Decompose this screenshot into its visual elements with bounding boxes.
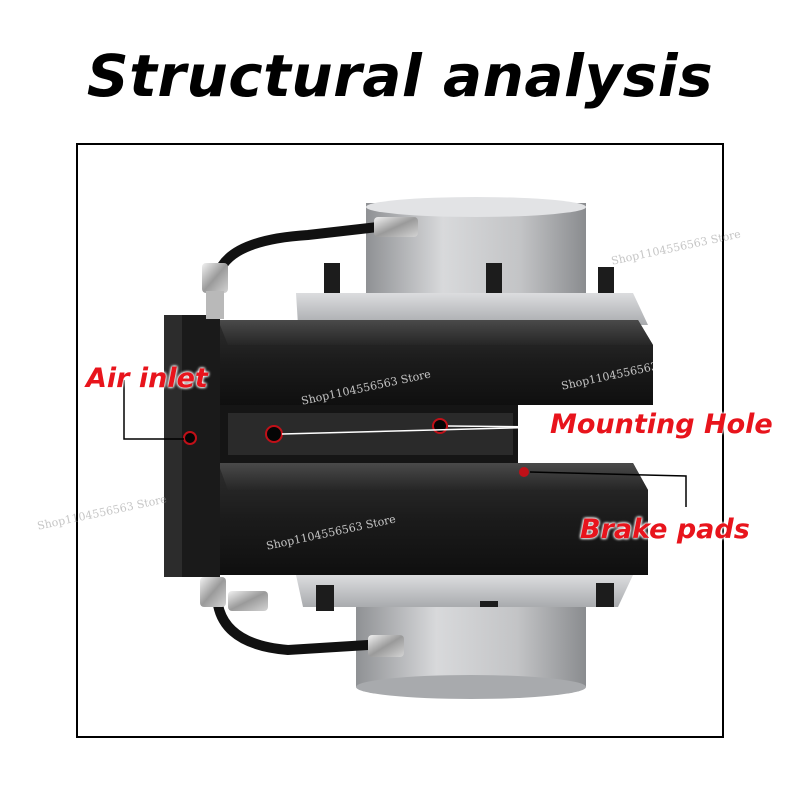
- hose-fitting-icon: [368, 635, 404, 657]
- bolt-icon: [596, 583, 614, 607]
- product-frame: [76, 143, 724, 738]
- pneumatic-brake-illustration: [123, 197, 687, 699]
- air-inlet-hole: [183, 431, 197, 445]
- elbow-fitting-icon: [200, 577, 226, 607]
- hose-fitting-icon: [228, 591, 268, 611]
- hose-fitting-icon: [374, 217, 418, 237]
- air-inlet-label: Air inlet: [86, 363, 208, 394]
- mounting-hole: [265, 425, 283, 443]
- brake-pads-label: Brake pads: [580, 514, 750, 545]
- air-inlet-callout-line: [123, 380, 184, 440]
- top-mounting-plate: [296, 293, 648, 325]
- bottom-mounting-plate: [296, 575, 633, 607]
- mounting-hole: [432, 418, 448, 434]
- elbow-fitting-icon: [202, 263, 228, 293]
- page-title: Structural analysis: [86, 42, 714, 110]
- bolt-icon: [316, 585, 334, 611]
- bolt-icon: [324, 263, 340, 293]
- bolt-icon: [598, 267, 614, 293]
- bolt-icon: [486, 263, 502, 293]
- lower-brake-arm: [218, 463, 648, 575]
- mounting-hole-callout-line: [281, 426, 549, 435]
- brake-pad-marker: [519, 467, 529, 477]
- mounting-hole-label: Mounting Hole: [550, 409, 773, 440]
- brake-pads-callout-line: [529, 471, 687, 507]
- bottom-air-hose: [213, 600, 373, 656]
